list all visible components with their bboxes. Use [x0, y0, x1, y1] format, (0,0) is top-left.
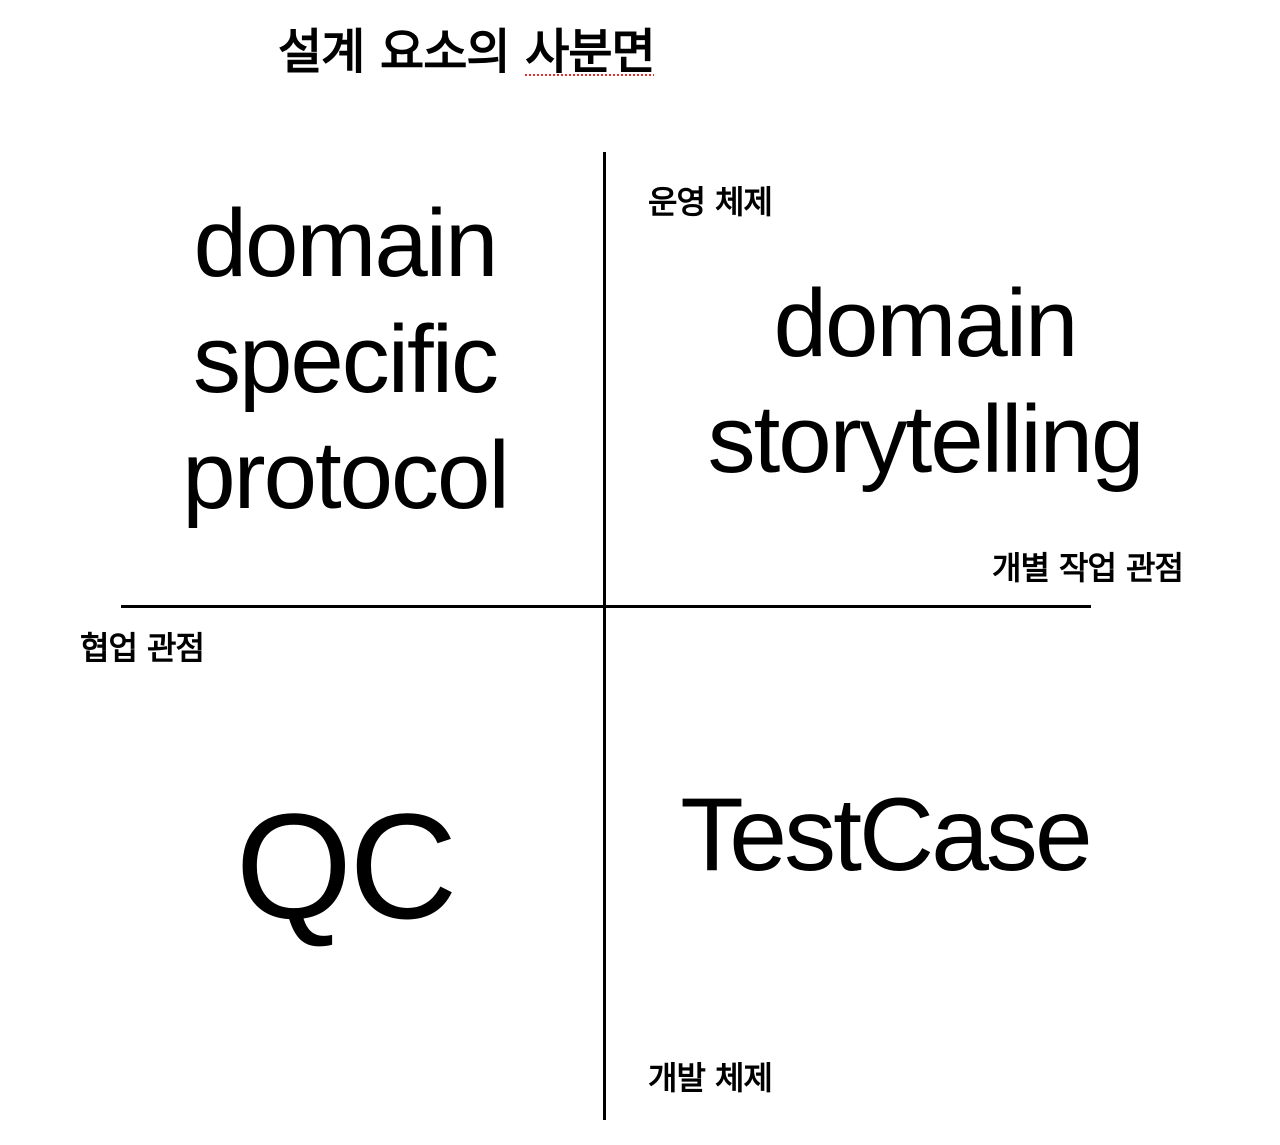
quadrant-top-right-line-1: domain — [773, 270, 1079, 377]
axis-label-right: 개별 작업 관점 — [992, 549, 1184, 587]
quadrant-top-right: domain storytelling — [660, 266, 1190, 498]
axis-label-left: 협업 관점 — [80, 629, 205, 667]
quadrant-bottom-right: TestCase — [680, 777, 1093, 893]
quadrant-top-left-line-2: specific — [192, 306, 499, 413]
quadrant-bottom-left: QC — [235, 782, 458, 950]
axis-label-bottom: 개발 체제 — [648, 1059, 773, 1097]
quadrant-top-left-line-3: protocol — [182, 422, 510, 529]
horizontal-axis-line — [121, 605, 1091, 608]
title-main: 설계 요소의 — [278, 24, 511, 80]
quadrant-top-left-line-1: domain — [193, 190, 499, 297]
diagram-title: 설계 요소의 사분면 — [278, 22, 656, 82]
quadrant-top-left: domain specific protocol — [120, 186, 570, 534]
title-underlined-word: 사분면 — [525, 24, 655, 80]
quadrant-top-right-line-2: storytelling — [707, 386, 1145, 493]
axis-label-top: 운영 체제 — [648, 183, 773, 221]
vertical-axis-line — [603, 152, 606, 1120]
